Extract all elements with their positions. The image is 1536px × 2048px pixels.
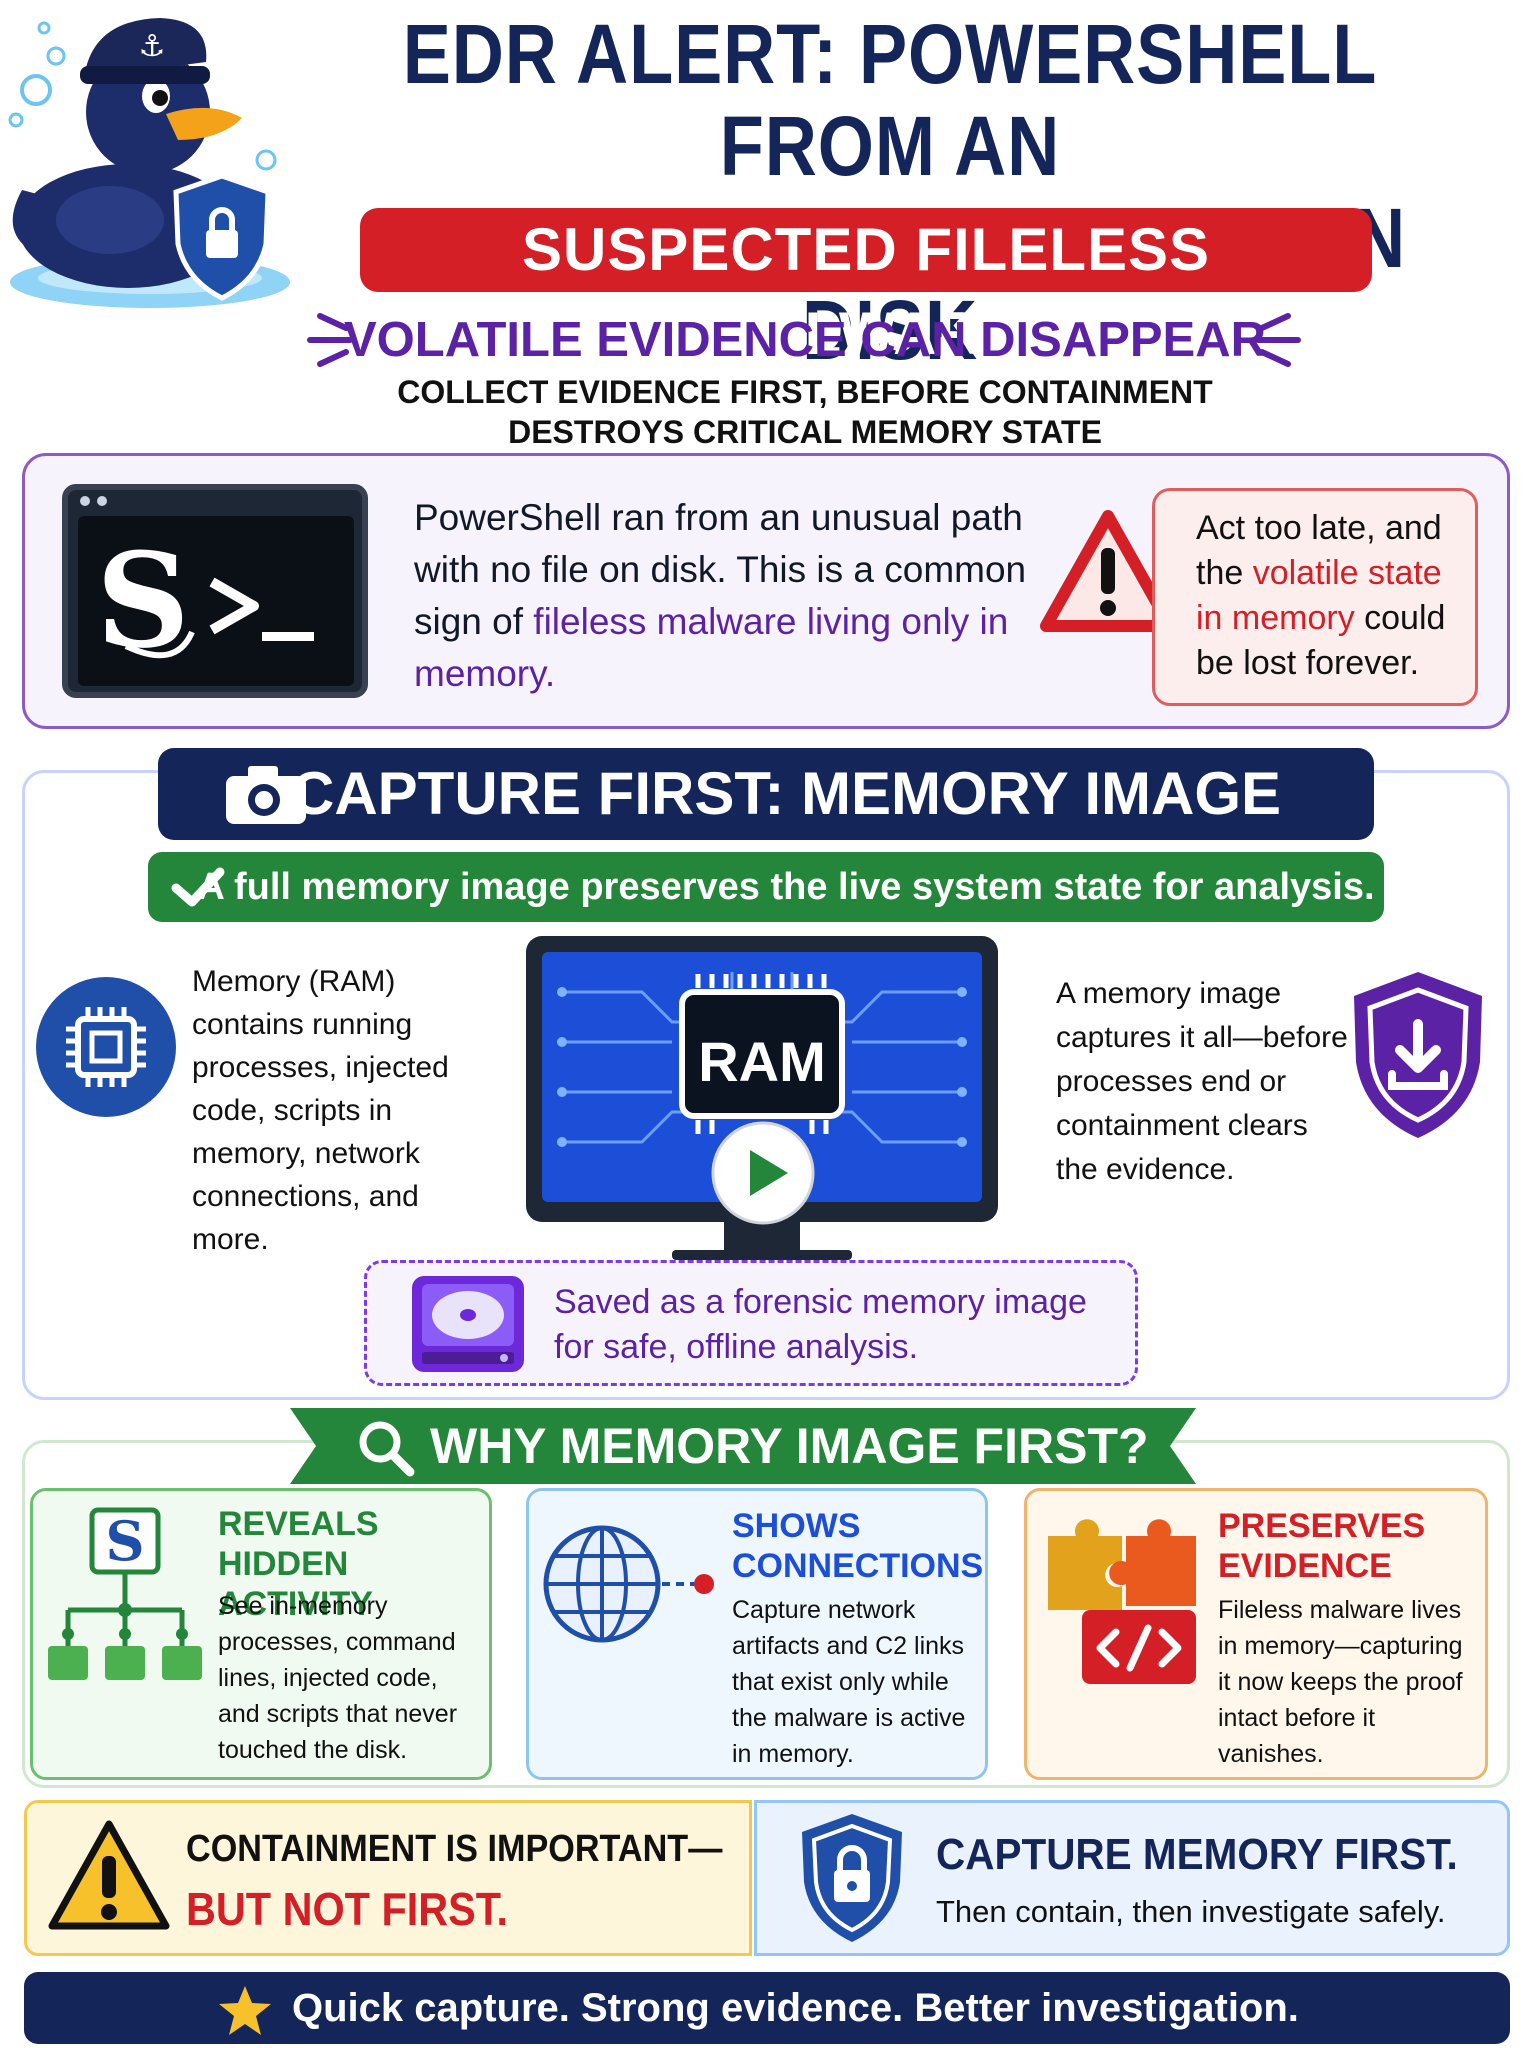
svg-text:S: S — [106, 1509, 145, 1573]
terminal-dots-icon — [80, 496, 107, 506]
page-title: EDR ALERT: POWERSHELL FROM AN UNUSUAL PA… — [374, 7, 1405, 376]
footer-tagline: Quick capture. Strong evidence. Better i… — [292, 1986, 1299, 2030]
right-burst-icon — [1255, 313, 1301, 367]
left-burst-icon — [307, 313, 353, 367]
memory-image-capture-text: A memory image captures it all—before pr… — [1056, 977, 1348, 1186]
footer-banner — [24, 1972, 1510, 2044]
warning-triangle-icon — [48, 1820, 170, 1930]
card3-title: PRESERVES EVIDENCE — [1218, 1507, 1426, 1585]
memory-image-benefit-banner: A full memory image preserves the live s… — [148, 852, 1384, 922]
star-icon — [219, 1986, 271, 2035]
card2-body: Capture network artifacts and C2 links t… — [732, 1596, 966, 1768]
subheading: COLLECT EVIDENCE FIRST, BEFORE CONTAINME… — [397, 374, 1213, 450]
capture-first-banner: CAPTURE FIRST: MEMORY IMAGE — [158, 748, 1374, 840]
alert-description: PowerShell ran from an unusual path with… — [414, 497, 1027, 694]
containment-heading: CONTAINMENT IS IMPORTANT— — [186, 1828, 723, 1870]
warning-triangle-icon — [1040, 510, 1176, 632]
card1-body: See in-memory processes, command lines, … — [218, 1592, 458, 1764]
shield-download-icon — [1354, 972, 1482, 1138]
forensic-image-text: Saved as a forensic memory image for saf… — [554, 1283, 1087, 1366]
card2-title: SHOWS CONNECTIONS — [732, 1507, 984, 1585]
terminal-icon: S — [96, 524, 314, 677]
not-first-heading: BUT NOT FIRST. — [186, 1883, 508, 1935]
terminal-screen — [78, 516, 354, 686]
svg-text:⚓: ⚓ — [139, 29, 166, 64]
volatile-warning-box — [1152, 488, 1478, 706]
checkmark-icon — [171, 867, 225, 907]
puzzle-code-icon — [1048, 1519, 1196, 1684]
play-icon — [711, 1121, 815, 1225]
card3-body: Fileless malware lives in memory—capturi… — [1218, 1596, 1463, 1768]
globe-icon — [543, 1525, 714, 1643]
fileless-malware-banner: SUSPECTED FILELESS MALWARE — [360, 208, 1372, 367]
hard-drive-icon — [412, 1276, 524, 1372]
containment-panel — [24, 1800, 752, 1956]
why-banner-ribbon — [290, 1408, 1196, 1484]
volatile-warning-text: Act too late, and the volatile state in … — [1196, 509, 1446, 682]
monitor-icon — [526, 936, 998, 1260]
card1-title: REVEALS HIDDEN ACTIVITY — [218, 1505, 379, 1623]
ram-contents-text: Memory (RAM) contains running processes,… — [192, 965, 449, 1256]
search-icon — [359, 1421, 415, 1477]
volatile-heading: VOLATILE EVIDENCE CAN DISAPPEAR — [343, 313, 1267, 367]
ram-chip-label: RAM — [698, 1030, 826, 1093]
why-memory-first-heading: WHY MEMORY IMAGE FIRST? — [430, 1418, 1149, 1474]
then-contain-text: Then contain, then investigate safely. — [936, 1894, 1446, 1929]
capture-memory-first-heading: CAPTURE MEMORY FIRST. — [936, 1830, 1458, 1879]
process-tree-icon: S — [48, 1507, 202, 1680]
shield-lock-icon — [802, 1814, 902, 1942]
cpu-chip-icon — [36, 977, 176, 1117]
camera-icon — [226, 766, 306, 824]
duck-mascot-icon: ⚓ — [8, 18, 290, 308]
